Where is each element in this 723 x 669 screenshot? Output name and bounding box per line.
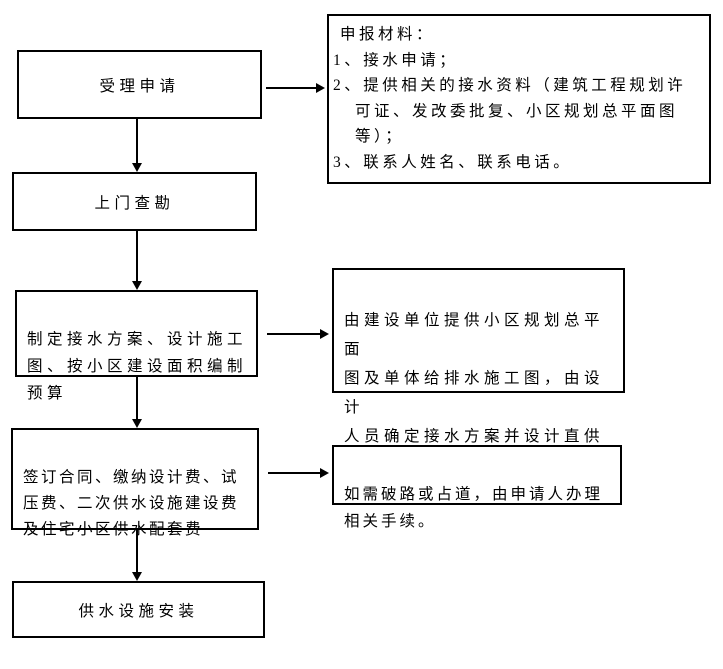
- arrow-down-contract-to-install: [132, 530, 142, 581]
- arrow-head-icon: [320, 329, 329, 339]
- arrow-head-icon: [132, 281, 142, 290]
- arrow-head-icon: [132, 572, 142, 581]
- note-materials-item-2: 2、提供相关的接水资料（建筑工程规划许 可证、发改委批复、小区规划总平面图 等）…: [333, 77, 687, 145]
- step-make-plan: 制定接水方案、设计施工 图、按小区建设面积编制 预算: [15, 290, 258, 402]
- arrow-down-survey-to-plan: [132, 231, 142, 290]
- arrow-shaft: [266, 87, 316, 89]
- arrow-head-icon: [316, 83, 325, 93]
- arrow-shaft: [136, 231, 138, 281]
- step-accept-application-label: 受理申请: [99, 77, 180, 95]
- note-road-permission: 如需破路或占道，由申请人办理 相关手续。: [332, 445, 622, 530]
- arrow-head-icon: [132, 419, 142, 428]
- note-road-permission-text: 如需破路或占道，由申请人办理 相关手续。: [344, 486, 604, 530]
- note-materials-item-1: 1、接水申请；: [333, 51, 459, 69]
- step-sign-contract-pay-fees: 签订合同、缴纳设计费、试 压费、二次供水设施建设费 及住宅小区供水配套费: [11, 428, 259, 538]
- arrow-shaft: [267, 333, 320, 335]
- arrow-shaft: [136, 530, 138, 572]
- arrow-shaft: [136, 119, 138, 163]
- step-install-facilities-label: 供水设施安装: [78, 602, 199, 620]
- step-install-facilities: 供水设施安装: [12, 581, 265, 638]
- step-site-survey-label: 上门查勘: [94, 194, 175, 212]
- arrow-right-accept-to-materials: [266, 83, 325, 93]
- note-application-materials: 申报材料： 1、接水申请； 2、提供相关的接水资料（建筑工程规划许 可证、发改委…: [327, 14, 711, 184]
- arrow-head-icon: [320, 468, 329, 478]
- arrow-down-plan-to-contract: [132, 377, 142, 428]
- step-site-survey: 上门查勘: [12, 172, 257, 231]
- arrow-head-icon: [132, 163, 142, 172]
- step-make-plan-label: 制定接水方案、设计施工 图、按小区建设面积编制 预算: [27, 331, 248, 402]
- arrow-shaft: [268, 472, 320, 474]
- note-design-details: 由建设单位提供小区规划总平面 图及单体给排水施工图，由设计 人员确定接水方案并设…: [332, 268, 625, 503]
- arrow-right-plan-to-design: [267, 329, 329, 339]
- note-materials-item-3: 3、联系人姓名、联系电话。: [333, 153, 573, 171]
- arrow-shaft: [136, 377, 138, 419]
- arrow-right-contract-to-road: [268, 468, 329, 478]
- arrow-down-accept-to-survey: [132, 119, 142, 172]
- note-materials-heading: 申报材料：: [340, 26, 436, 43]
- step-sign-contract-pay-fees-label: 签订合同、缴纳设计费、试 压费、二次供水设施建设费 及住宅小区供水配套费: [23, 469, 240, 538]
- step-accept-application: 受理申请: [17, 50, 262, 119]
